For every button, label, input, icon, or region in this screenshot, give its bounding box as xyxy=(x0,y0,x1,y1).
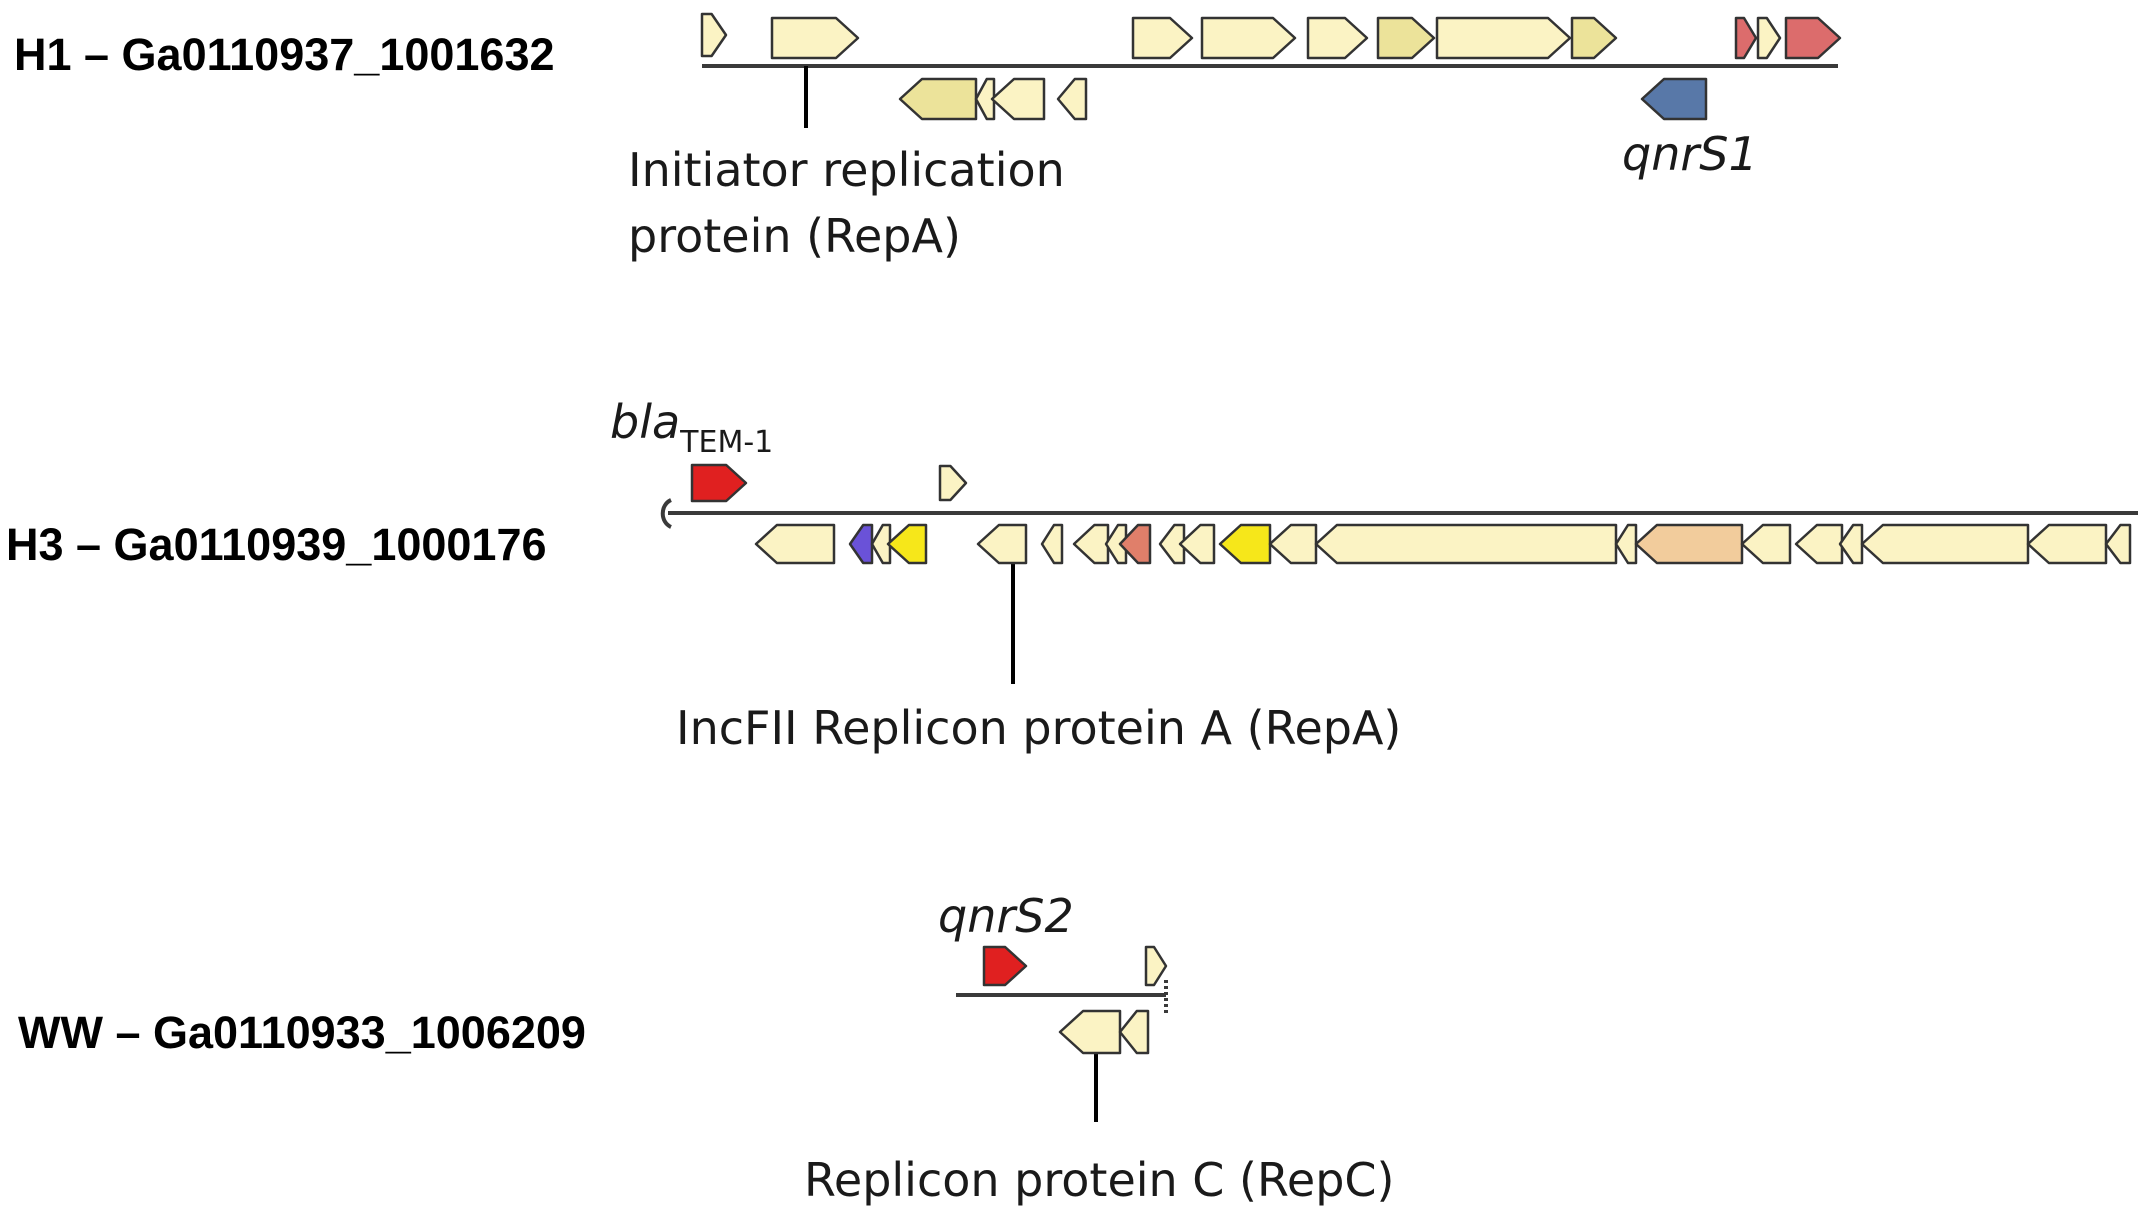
h3-gene-20 xyxy=(1794,523,1844,565)
h3-gene-18 xyxy=(1634,523,1744,565)
h1-repa-annotation-line-2: protein (RepA) xyxy=(628,209,961,263)
h3-gene-9 xyxy=(1072,523,1110,565)
h3-gene-4 xyxy=(848,523,874,565)
ww-qnrs2-gene xyxy=(982,945,1028,987)
h3-gene-5 xyxy=(870,523,892,565)
h1-gene-12 xyxy=(898,77,978,121)
h1-repa-annotation: Initiator replication protein (RepA) xyxy=(628,143,1079,263)
track-label-ww: WW – Ga0110933_1006209 xyxy=(18,1007,586,1058)
h3-backbone-start-tick xyxy=(660,498,673,529)
h3-gene-13 xyxy=(1178,523,1216,565)
h1-gene-10 xyxy=(1756,16,1782,60)
h3-gene-15 xyxy=(1268,523,1318,565)
h3-blatem1-label: blaTEM-1 xyxy=(610,395,773,460)
h3-gene-2 xyxy=(938,464,968,502)
h1-gene-15 xyxy=(1056,77,1088,121)
h1-gene-11 xyxy=(1784,16,1842,60)
h1-gene-8 xyxy=(1570,16,1618,60)
h1-gene-1 xyxy=(700,12,728,58)
h3-gene-16 xyxy=(1314,523,1618,565)
ww-repc-annotation: Replicon protein C (RepC) xyxy=(804,1153,1394,1207)
ww-qnrs2-label: qnrS2 xyxy=(938,889,1074,943)
h1-gene-7 xyxy=(1435,16,1572,60)
h1-gene-14 xyxy=(990,77,1046,121)
h3-repa-annotation: IncFII Replicon protein A (RepA) xyxy=(676,701,1401,755)
ww-repc-gene xyxy=(1058,1009,1122,1055)
h3-gene-12 xyxy=(1158,523,1186,565)
h3-gene-22 xyxy=(1860,523,2030,565)
ww-gene-4 xyxy=(1118,1009,1150,1055)
h3-blatem1-label-subscript: TEM-1 xyxy=(679,425,773,460)
h3-gene-11 xyxy=(1118,523,1152,565)
ww-gene-2 xyxy=(1144,945,1168,987)
gene-arrows xyxy=(690,12,2132,1055)
h3-gene-17 xyxy=(1614,523,1638,565)
h1-gene-4 xyxy=(1200,16,1297,60)
track-label-h1: H1 – Ga0110937_1001632 xyxy=(14,29,555,80)
h3-gene-10 xyxy=(1104,523,1128,565)
h1-repa-annotation-line-1: Initiator replication xyxy=(628,143,1065,197)
h1-gene-13 xyxy=(974,77,996,121)
h3-gene-23 xyxy=(2026,523,2108,565)
h3-repa-gene xyxy=(976,523,1028,565)
h3-gene-14 xyxy=(1218,523,1272,565)
h3-gene-21 xyxy=(1838,523,1864,565)
h1-qnrs1-gene xyxy=(1640,77,1708,121)
track-label-h3: H3 – Ga0110939_1000176 xyxy=(6,519,547,570)
h1-repa-gene xyxy=(770,16,860,60)
h1-gene-6 xyxy=(1376,16,1436,60)
h3-blatem1-gene xyxy=(690,463,748,503)
h1-gene-3 xyxy=(1131,16,1194,60)
h1-qnrs1-label: qnrS1 xyxy=(1622,127,1758,181)
h3-gene-19 xyxy=(1740,523,1792,565)
h1-gene-5 xyxy=(1306,16,1369,60)
h3-gene-3 xyxy=(754,523,836,565)
h3-gene-8 xyxy=(1040,523,1064,565)
h3-gene-24 xyxy=(2104,523,2132,565)
h3-blatem1-label-main: bla xyxy=(610,395,680,449)
h1-gene-9 xyxy=(1734,16,1758,60)
h3-gene-6 xyxy=(886,523,928,565)
